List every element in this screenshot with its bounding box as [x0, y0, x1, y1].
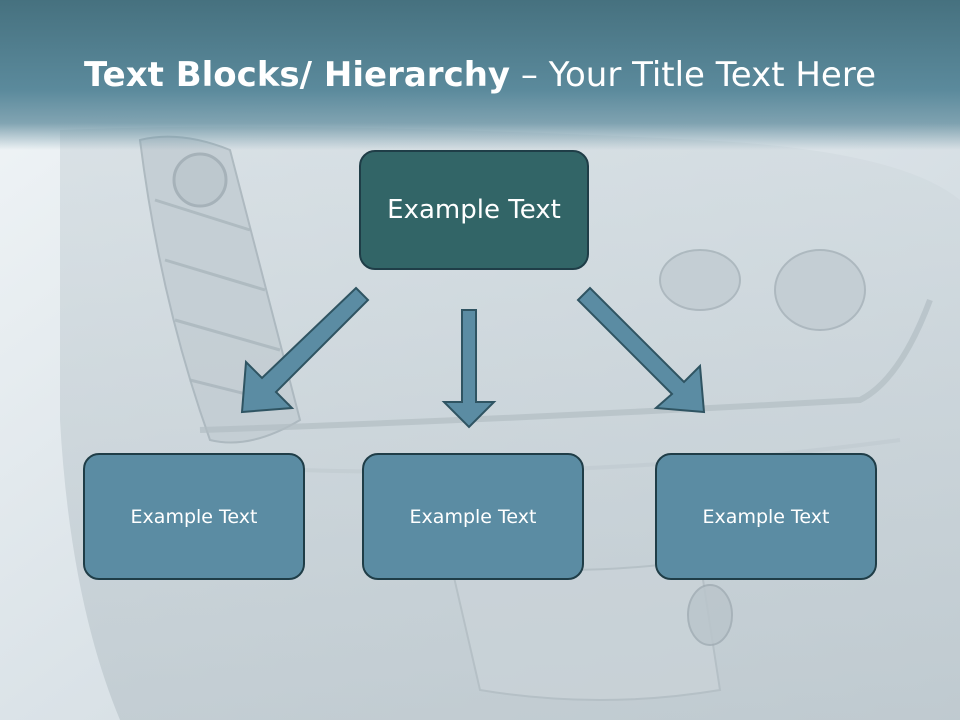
- slide-title-bold: Text Blocks/ Hierarchy: [83, 55, 511, 95]
- top-text-block[interactable]: Example Text: [359, 150, 589, 270]
- arrow-down-left: [240, 286, 370, 414]
- child-text-block-label: Example Text: [130, 505, 258, 528]
- child-text-block-label: Example Text: [702, 505, 830, 528]
- child-text-block-label: Example Text: [409, 505, 537, 528]
- child-text-block-right[interactable]: Example Text: [655, 453, 877, 580]
- title-band: [0, 0, 960, 150]
- slide-title-rest: – Your Title Text Here: [510, 55, 876, 95]
- child-text-block-left[interactable]: Example Text: [83, 453, 305, 580]
- arrow-down-center: [441, 309, 497, 429]
- slide-title: Text Blocks/ Hierarchy – Your Title Text…: [0, 52, 960, 98]
- top-text-block-label: Example Text: [387, 195, 561, 225]
- arrow-down-right: [576, 286, 706, 414]
- child-text-block-center[interactable]: Example Text: [362, 453, 584, 580]
